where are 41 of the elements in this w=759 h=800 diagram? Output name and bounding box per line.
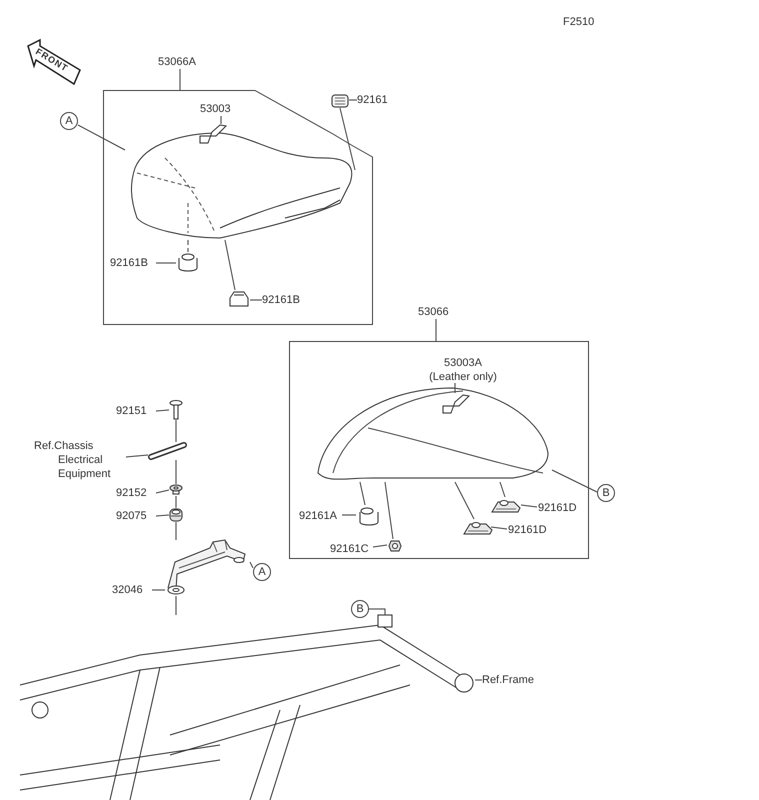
grommet-drawing xyxy=(169,508,183,522)
assembly-line xyxy=(224,240,236,290)
damper-drawing xyxy=(228,290,250,308)
callout-letter: B xyxy=(351,600,369,618)
leader-line xyxy=(454,382,456,394)
assembly-line xyxy=(384,482,394,540)
damper-drawing xyxy=(490,498,522,514)
figure-code: F2510 xyxy=(563,16,594,28)
tag-drawing xyxy=(198,124,228,144)
leader-line xyxy=(156,514,170,516)
leader-line xyxy=(78,124,126,150)
bolt-drawing xyxy=(169,400,183,420)
callout-letter: A xyxy=(60,112,78,130)
leader-line xyxy=(372,544,388,548)
assembly-line xyxy=(454,482,474,520)
leader-line xyxy=(490,526,508,530)
leader-line xyxy=(520,504,538,508)
leader-line xyxy=(126,454,148,458)
assembly-line xyxy=(340,108,356,170)
tag-drawing xyxy=(441,394,469,414)
damper-drawing xyxy=(176,252,200,272)
callout-letter: A xyxy=(253,563,271,581)
assembly-line xyxy=(552,470,598,492)
assembly-line xyxy=(250,562,254,568)
leader-line xyxy=(368,608,386,616)
leader-line xyxy=(220,116,222,124)
strap-drawing xyxy=(148,442,188,460)
leader-line xyxy=(342,514,356,516)
leader-line xyxy=(156,262,176,264)
assembly-frame xyxy=(289,341,589,559)
clip-drawing xyxy=(331,94,349,108)
reference-note: Ref.Chassis Electrical Equipment xyxy=(34,439,126,481)
washer-drawing xyxy=(169,484,183,496)
callout-letter: B xyxy=(597,484,615,502)
assembly-line xyxy=(500,482,506,498)
damper-drawing xyxy=(462,520,492,536)
assembly-line xyxy=(360,482,366,506)
leader-line xyxy=(156,410,170,412)
nut-drawing xyxy=(388,540,402,552)
frame-drawing xyxy=(20,615,475,800)
leader-line xyxy=(156,490,170,494)
